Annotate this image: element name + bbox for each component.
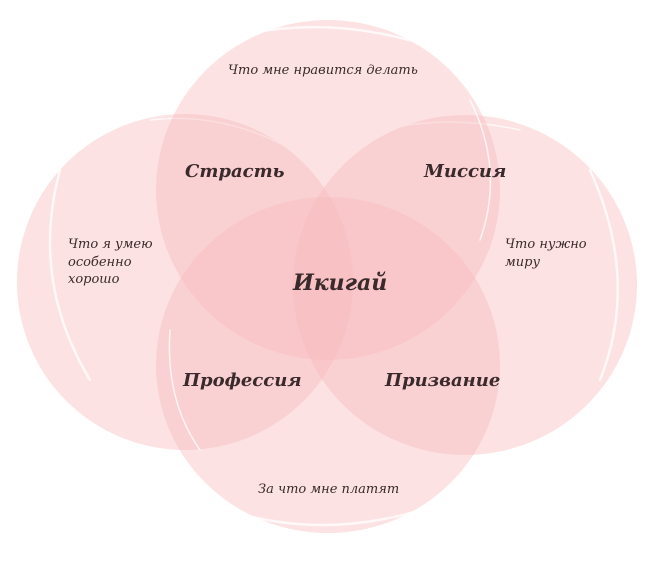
label-profession: Профессия — [183, 370, 302, 391]
label-ikigai-center: Икигай — [293, 270, 388, 296]
circle-right — [293, 115, 637, 455]
circle-bottom — [156, 197, 500, 533]
label-passion: Страсть — [185, 161, 285, 182]
circle-top — [156, 20, 500, 360]
label-top-circle: Что мне нравится делать — [228, 63, 418, 78]
label-left-circle: Что я умею особенно хорошо — [68, 237, 153, 288]
circle-left — [17, 114, 353, 450]
label-right-circle: Что нужно миру — [505, 237, 587, 270]
label-mission: Миссия — [424, 161, 507, 182]
label-bottom-circle: За что мне платят — [258, 482, 400, 497]
label-vocation: Призвание — [385, 370, 501, 391]
